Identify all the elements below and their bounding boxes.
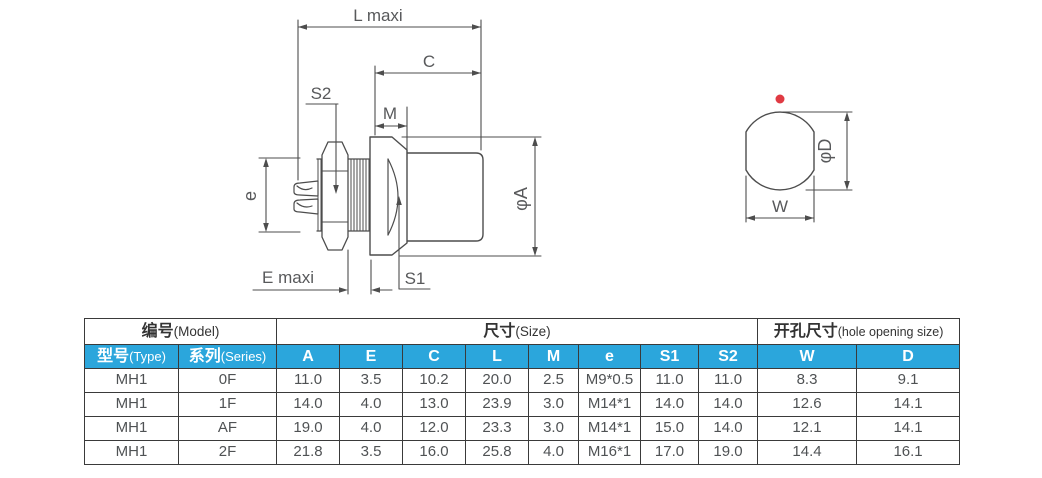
table-row: MH1 1F 14.0 4.0 13.0 23.9 3.0 M14*1 14.0… bbox=[84, 392, 961, 417]
col-header-d: D bbox=[856, 344, 961, 369]
col-header-s2: S2 bbox=[697, 344, 759, 369]
cell: 12.1 bbox=[757, 416, 858, 441]
dim-phi-a bbox=[399, 136, 542, 257]
dim-label-s1: S1 bbox=[405, 269, 426, 288]
dim-label-phi-a: φA bbox=[511, 187, 531, 211]
cell: 17.0 bbox=[640, 440, 699, 465]
cell: 16.1 bbox=[856, 440, 961, 465]
cell: 4.0 bbox=[339, 392, 403, 417]
cell: 3.0 bbox=[528, 392, 579, 417]
dim-c bbox=[374, 65, 482, 136]
group-header-hole-opening-size: 开孔尺寸(hole opening size) bbox=[757, 318, 961, 345]
cell: 14.1 bbox=[856, 416, 961, 441]
cell: 25.8 bbox=[465, 440, 529, 465]
hole-opening-view: φD W bbox=[745, 94, 853, 223]
dim-e-maxi bbox=[252, 249, 393, 295]
cell: M14*1 bbox=[578, 416, 641, 441]
cell: 11.0 bbox=[640, 368, 699, 393]
connector-section-view: L maxi C S2 M e φA E maxi S1 bbox=[240, 6, 542, 295]
cell: 16.0 bbox=[402, 440, 466, 465]
cell: 2.5 bbox=[528, 368, 579, 393]
cell: 1F bbox=[178, 392, 277, 417]
dim-label-w: W bbox=[772, 197, 788, 216]
connector-body bbox=[403, 152, 484, 242]
flange bbox=[369, 136, 408, 256]
cell: 19.0 bbox=[697, 440, 759, 465]
table-row: MH1 AF 19.0 4.0 12.0 23.3 3.0 M14*1 15.0… bbox=[84, 416, 961, 441]
cell: 3.5 bbox=[339, 440, 403, 465]
col-header-a: A bbox=[276, 344, 340, 369]
col-header-s1: S1 bbox=[640, 344, 699, 369]
cell: MH1 bbox=[84, 392, 179, 417]
cell: MH1 bbox=[84, 440, 179, 465]
group-header-size: 尺寸(Size) bbox=[275, 318, 759, 345]
red-marker-dot bbox=[775, 94, 785, 104]
cell: 20.0 bbox=[465, 368, 529, 393]
col-header-e: E bbox=[339, 344, 403, 369]
table-column-header-row: 型号(Type) 系列(Series) A E C L M e S1 S2 W … bbox=[84, 344, 961, 369]
col-header-w: W bbox=[757, 344, 858, 369]
cell: 8.3 bbox=[757, 368, 858, 393]
dim-m bbox=[374, 106, 408, 161]
cell: 11.0 bbox=[276, 368, 340, 393]
cell: 3.5 bbox=[339, 368, 403, 393]
cell: 11.0 bbox=[697, 368, 759, 393]
col-header-l: L bbox=[465, 344, 529, 369]
cell: 14.0 bbox=[697, 392, 759, 417]
dim-label-phi-d: φD bbox=[815, 139, 835, 164]
dim-label-e-maxi: E maxi bbox=[262, 268, 314, 287]
cell: M9*0.5 bbox=[578, 368, 641, 393]
cell: MH1 bbox=[84, 416, 179, 441]
cell: 15.0 bbox=[640, 416, 699, 441]
cell: 14.0 bbox=[697, 416, 759, 441]
spec-table: 编号(Model) 尺寸(Size) 开孔尺寸(hole opening siz… bbox=[84, 318, 961, 465]
cell: 14.0 bbox=[276, 392, 340, 417]
cell: 14.4 bbox=[757, 440, 858, 465]
dim-label-s2: S2 bbox=[311, 84, 332, 103]
cell: AF bbox=[178, 416, 277, 441]
group-header-model: 编号(Model) bbox=[84, 318, 277, 345]
dim-label-m: M bbox=[383, 104, 397, 123]
cell: M14*1 bbox=[578, 392, 641, 417]
col-header-thread: e bbox=[578, 344, 641, 369]
cell: 14.0 bbox=[640, 392, 699, 417]
cell: 13.0 bbox=[402, 392, 466, 417]
cell: 3.0 bbox=[528, 416, 579, 441]
cell: 4.0 bbox=[528, 440, 579, 465]
cell: 2F bbox=[178, 440, 277, 465]
table-group-header-row: 编号(Model) 尺寸(Size) 开孔尺寸(hole opening siz… bbox=[84, 318, 961, 345]
cell: 10.2 bbox=[402, 368, 466, 393]
cell: 0F bbox=[178, 368, 277, 393]
dim-label-e: e bbox=[240, 191, 260, 201]
cell: M16*1 bbox=[578, 440, 641, 465]
cell: 4.0 bbox=[339, 416, 403, 441]
col-header-series: 系列(Series) bbox=[178, 344, 277, 369]
col-header-c: C bbox=[402, 344, 466, 369]
table-row: MH1 2F 21.8 3.5 16.0 25.8 4.0 M16*1 17.0… bbox=[84, 440, 961, 465]
cell: 23.3 bbox=[465, 416, 529, 441]
cell: 19.0 bbox=[276, 416, 340, 441]
hole-outline bbox=[745, 111, 815, 191]
cell: 14.1 bbox=[856, 392, 961, 417]
cell: MH1 bbox=[84, 368, 179, 393]
cell: 12.0 bbox=[402, 416, 466, 441]
col-header-type: 型号(Type) bbox=[84, 344, 179, 369]
hex-nut bbox=[321, 141, 349, 251]
cell: 21.8 bbox=[276, 440, 340, 465]
dim-e bbox=[258, 157, 301, 233]
dim-label-c: C bbox=[423, 52, 435, 71]
cell: 23.9 bbox=[465, 392, 529, 417]
technical-drawing: L maxi C S2 M e φA E maxi S1 bbox=[240, 6, 853, 295]
cell: 12.6 bbox=[757, 392, 858, 417]
leader-s1 bbox=[396, 196, 431, 290]
dim-label-l-maxi: L maxi bbox=[353, 6, 402, 25]
table-row: MH1 0F 11.0 3.5 10.2 20.0 2.5 M9*0.5 11.… bbox=[84, 368, 961, 393]
col-header-m: M bbox=[528, 344, 579, 369]
dim-w bbox=[745, 175, 815, 223]
leader-s2 bbox=[305, 103, 339, 194]
solder-contacts bbox=[293, 180, 319, 215]
cell: 9.1 bbox=[856, 368, 961, 393]
dim-l-maxi bbox=[297, 19, 482, 181]
